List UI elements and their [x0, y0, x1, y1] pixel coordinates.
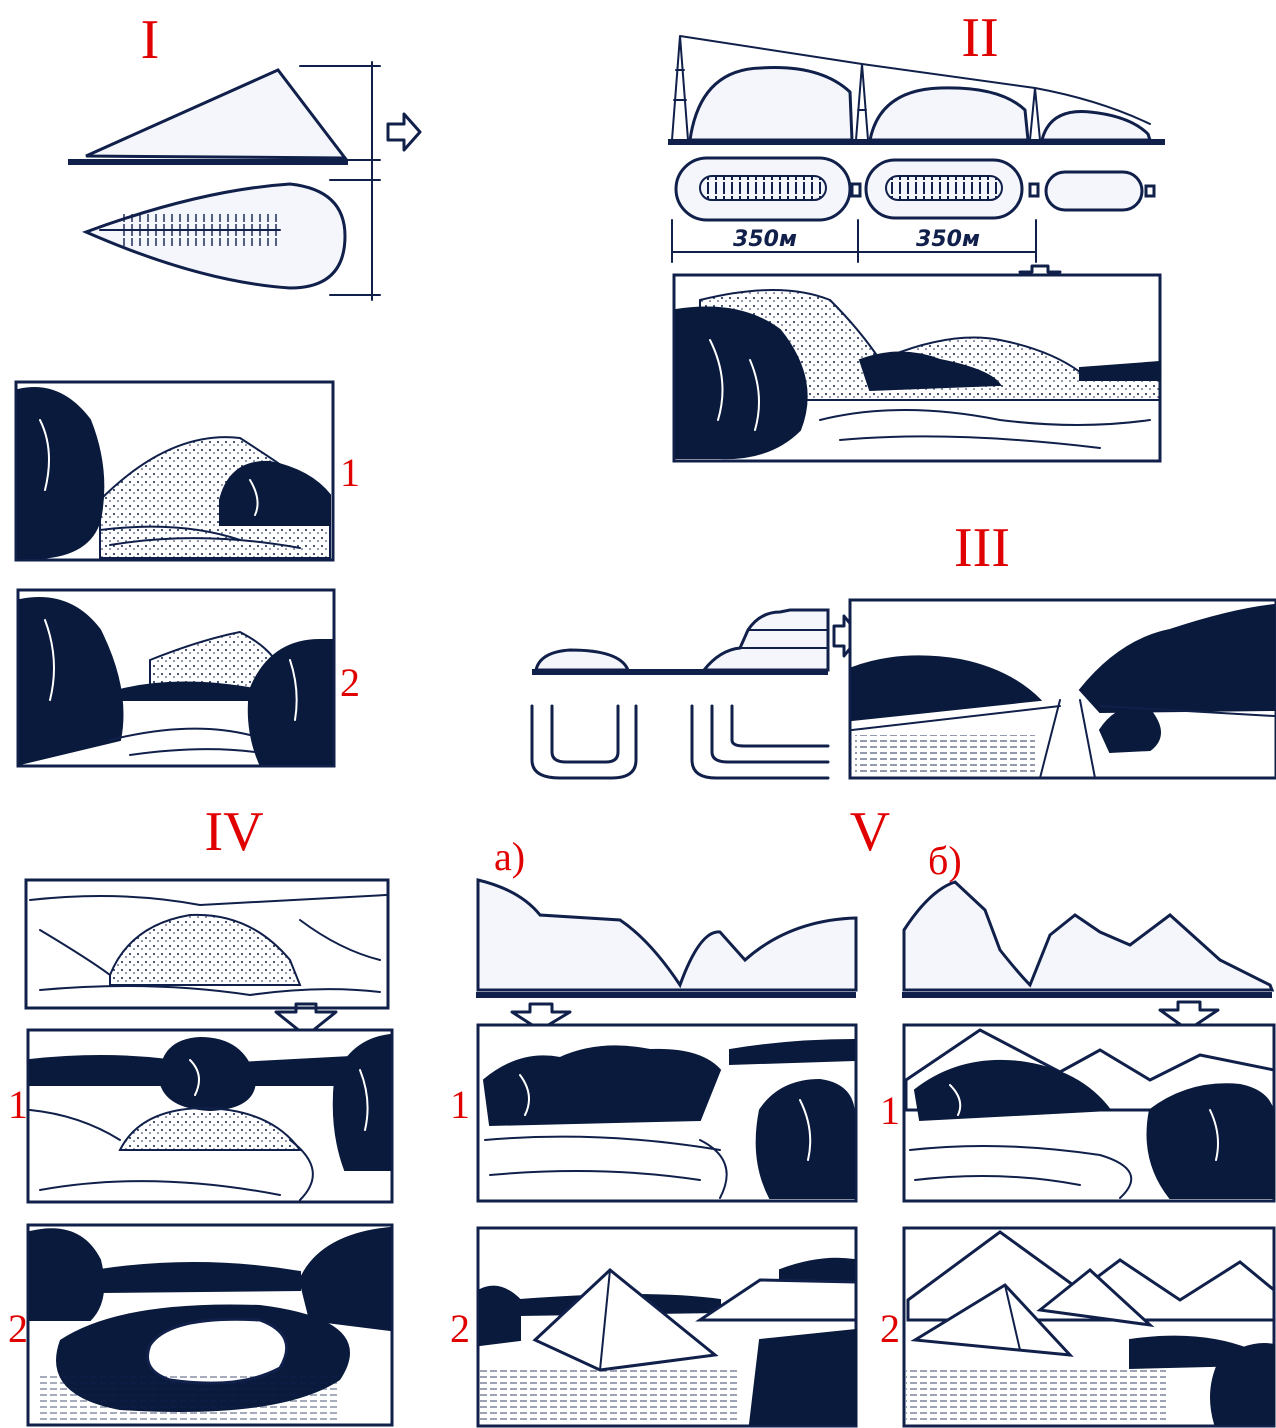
- view-2-label: 2: [340, 660, 360, 705]
- view-1-label: 1: [880, 1088, 900, 1133]
- heap-profile: [690, 68, 852, 141]
- view-1-label: 1: [8, 1082, 28, 1127]
- ground-hatching: [906, 1370, 1166, 1422]
- water-cut: [750, 1330, 856, 1424]
- section-3-label: III: [954, 517, 1010, 579]
- section-2-label: II: [961, 7, 998, 69]
- section-1-view-2: 2: [18, 590, 360, 766]
- water-hatching: [40, 1372, 340, 1420]
- view-2-label: 2: [450, 1306, 470, 1351]
- heap-plan-ridge: [886, 176, 1002, 200]
- spacing-label-2: 350м: [916, 227, 980, 252]
- section-4-label: IV: [204, 801, 263, 863]
- pylon-footing: [1030, 184, 1038, 196]
- heap-profile: [870, 88, 1028, 140]
- pylon: [672, 36, 688, 140]
- heap-plan: [712, 706, 828, 762]
- view-2-label: 2: [880, 1306, 900, 1351]
- heap-plan-slope-marks: [120, 214, 280, 246]
- ground-hatching: [480, 1370, 740, 1422]
- spacing-label-1: 350м: [733, 227, 797, 252]
- section-5-heap-groups: V a) б) 1 2 1: [450, 801, 1274, 1426]
- section-5-label: V: [850, 801, 890, 863]
- section-3-terraced-heaps: III: [532, 517, 1276, 778]
- tree-mass: [757, 1080, 854, 1198]
- heap-plan-ridge: [700, 176, 826, 200]
- pylon: [856, 64, 868, 140]
- slope-hatching: [855, 735, 1035, 775]
- variant-a-label: a): [494, 834, 525, 879]
- heap-profile: [904, 882, 1272, 990]
- heap-profile: [86, 70, 345, 158]
- tree-mass: [1148, 1084, 1275, 1198]
- heap-plan: [1046, 172, 1142, 210]
- tree-line: [100, 1263, 300, 1292]
- section-2-ridge-heaps: II 350м 350м: [668, 7, 1165, 461]
- section-1-label: I: [141, 9, 160, 71]
- heap-plan: [732, 706, 828, 746]
- view-1-label: 1: [450, 1082, 470, 1127]
- heap-profile: [536, 650, 628, 670]
- dimension-lines: [672, 220, 1036, 262]
- heap-plan: [552, 706, 618, 762]
- heap-profile: [478, 880, 856, 990]
- view-2-label: 2: [8, 1306, 28, 1351]
- variant-b-label: б): [928, 838, 962, 883]
- section-1-conical-heap: I: [68, 9, 420, 300]
- heap-profile: [704, 610, 828, 670]
- arrow-right-icon: [388, 114, 420, 150]
- pylon-footing: [852, 184, 860, 196]
- heap-plan: [532, 706, 636, 778]
- section-4-flat-heap: IV 1 2: [8, 801, 392, 1425]
- section-1-view-1: 1: [16, 382, 360, 560]
- pylon-footing: [1146, 186, 1154, 196]
- pylon: [1030, 88, 1040, 140]
- view-1-label: 1: [340, 450, 360, 495]
- tree-mass: [480, 1287, 520, 1345]
